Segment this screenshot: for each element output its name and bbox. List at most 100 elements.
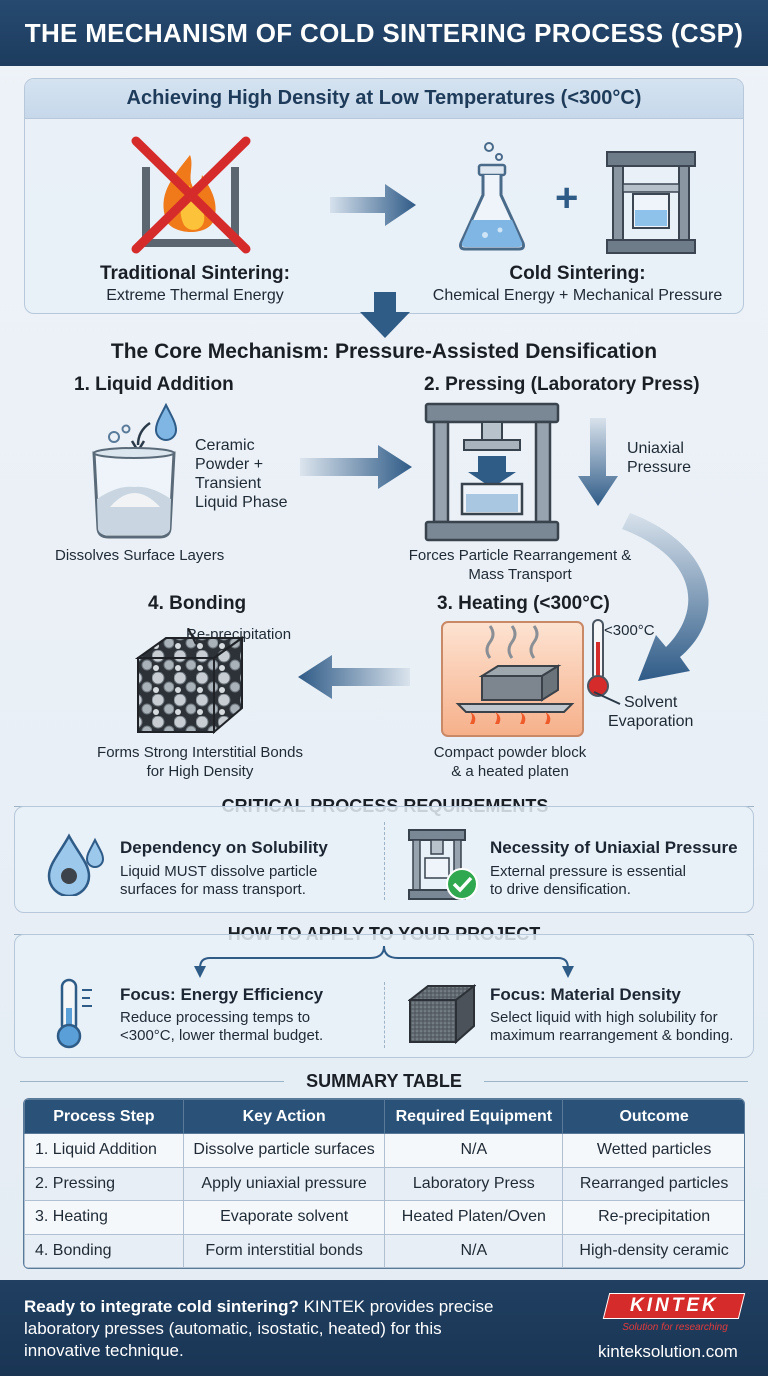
- thermometer-icon: [587, 619, 609, 697]
- table-cell: 4. Bonding: [24, 1233, 184, 1268]
- top-panel-title: Achieving High Density at Low Temperatur…: [25, 79, 743, 119]
- table-row: 2. Pressing Apply uniaxial pressure Labo…: [24, 1166, 744, 1201]
- step1-caption: Dissolves Surface Layers: [55, 547, 225, 564]
- arrow-left-icon: [298, 655, 410, 699]
- flask-icon: [459, 142, 525, 251]
- lab-press-icon: [424, 402, 560, 542]
- divider: [484, 1081, 748, 1082]
- kintek-tagline: Solution for researching: [622, 1322, 728, 1333]
- apply-2-text-line1: Select liquid with high solubility for: [490, 1009, 718, 1026]
- solvent-label-line2: Evaporation: [608, 713, 694, 730]
- footer-text-line3: innovative technique.: [24, 1341, 184, 1360]
- table-cell: 1. Liquid Addition: [24, 1133, 184, 1168]
- table-cell: Laboratory Press: [384, 1166, 564, 1201]
- apply-1-text-line1: Reduce processing temps to: [120, 1009, 311, 1026]
- table-cell: Dissolve particle surfaces: [182, 1133, 386, 1168]
- step2-title: 2. Pressing (Laboratory Press): [424, 374, 700, 395]
- requirement-2-text-line1: External pressure is essential: [490, 863, 686, 880]
- solvent-label-line1: Solvent: [624, 694, 678, 711]
- temperature-label: <300°C: [604, 622, 655, 639]
- thermometer-icon: [56, 978, 92, 1049]
- plus-sign: +: [555, 176, 579, 220]
- fire-crossed-icon: [131, 136, 251, 254]
- table-row: 1. Liquid Addition Dissolve particle sur…: [24, 1133, 744, 1168]
- table-cell: N/A: [384, 1233, 564, 1268]
- divider: [20, 1081, 284, 1082]
- step1-label-line4: Liquid Phase: [195, 494, 288, 511]
- step3-caption-line1: Compact powder block: [433, 744, 587, 761]
- step1-label-line2: Powder +: [195, 456, 264, 473]
- droplet-particle-icon: [47, 833, 105, 896]
- pressure-label-line2: Pressure: [627, 459, 692, 476]
- footer-text-line2: laboratory presses (automatic, isostatic…: [24, 1319, 442, 1338]
- footer-text: KINTEK provides precise: [298, 1297, 494, 1316]
- apply-1-title: Focus: Energy Efficiency: [120, 985, 324, 1004]
- heated-platen-icon: [441, 621, 584, 737]
- cold-title: Cold Sintering:: [509, 263, 646, 284]
- footer-text-line1: Ready to integrate cold sintering? KINTE…: [24, 1297, 494, 1317]
- step1-label-line1: Ceramic: [195, 437, 255, 454]
- kintek-logo[interactable]: KINTEK: [602, 1293, 746, 1319]
- column-header: Process Step: [24, 1099, 184, 1134]
- step1-label-line3: Transient: [195, 475, 262, 492]
- lab-press-icon: [606, 151, 696, 254]
- table-row: 3. Heating Evaporate solvent Heated Plat…: [24, 1200, 744, 1235]
- pressure-arrow-icon: [578, 418, 618, 506]
- apply-2-title: Focus: Material Density: [490, 985, 681, 1004]
- table-cell: Apply uniaxial pressure: [182, 1166, 386, 1201]
- step4-title: 4. Bonding: [148, 593, 247, 614]
- step1-title: 1. Liquid Addition: [74, 374, 234, 395]
- table-cell: Re-precipitation: [562, 1200, 744, 1235]
- traditional-title: Traditional Sintering:: [99, 263, 290, 284]
- pointer-line: [593, 691, 621, 705]
- table-row: 4. Bonding Form interstitial bonds N/A H…: [24, 1233, 744, 1268]
- table-cell: High-density ceramic: [562, 1233, 744, 1268]
- step2-caption-line2: Mass Transport: [468, 566, 572, 583]
- table-cell: N/A: [384, 1133, 564, 1168]
- panel-divider: [384, 822, 385, 900]
- kintek-logo-text: KINTEK: [629, 1295, 719, 1316]
- requirement-1-text-line2: surfaces for mass transport.: [120, 881, 306, 898]
- table-cell: Rearranged particles: [562, 1166, 744, 1201]
- arrow-right-icon: [300, 445, 412, 489]
- table-header-row: Process Step Key Action Required Equipme…: [24, 1099, 744, 1134]
- pressure-label-line1: Uniaxial: [627, 440, 684, 457]
- arrow-right-icon: [330, 184, 416, 226]
- table-cell: Wetted particles: [562, 1133, 744, 1168]
- cold-subtitle: Chemical Energy + Mechanical Pressure: [432, 287, 723, 304]
- apply-1-text-line2: <300°C, lower thermal budget.: [120, 1027, 324, 1044]
- mechanism-title: The Core Mechanism: Pressure-Assisted De…: [110, 340, 658, 363]
- page-title: THE MECHANISM OF COLD SINTERING PROCESS …: [0, 0, 768, 66]
- step2-caption-line1: Forces Particle Rearrangement &: [408, 547, 632, 564]
- column-header: Required Equipment: [384, 1099, 564, 1134]
- summary-table-wrap: Process Step Key Action Required Equipme…: [23, 1098, 745, 1269]
- table-cell: 2. Pressing: [24, 1166, 184, 1201]
- requirement-1-title: Dependency on Solubility: [120, 838, 328, 857]
- panel-divider: [384, 982, 385, 1048]
- traditional-subtitle: Extreme Thermal Energy: [106, 287, 284, 304]
- arrow-down-icon: [360, 292, 410, 338]
- table-cell: 3. Heating: [24, 1200, 184, 1235]
- requirement-2-text-line2: to drive densification.: [490, 881, 631, 898]
- bonded-block-icon: [134, 628, 246, 735]
- apply-2-text-line2: maximum rearrangement & bonding.: [490, 1027, 734, 1044]
- step3-caption-line2: & a heated platen: [451, 763, 569, 780]
- beaker-powder-icon: [92, 403, 178, 539]
- summary-title: SUMMARY TABLE: [306, 1071, 462, 1091]
- press-check-icon: [408, 829, 478, 900]
- requirement-1-text-line1: Liquid MUST dissolve particle: [120, 863, 318, 880]
- table-cell: Evaporate solvent: [182, 1200, 386, 1235]
- table-cell: Heated Platen/Oven: [384, 1200, 564, 1235]
- table-cell: Form interstitial bonds: [182, 1233, 386, 1268]
- curved-arrow-icon: [622, 513, 709, 681]
- website-link[interactable]: kinteksolution.com: [598, 1342, 738, 1361]
- footer-lead: Ready to integrate cold sintering?: [24, 1297, 299, 1316]
- column-header: Key Action: [182, 1099, 386, 1134]
- column-header: Outcome: [562, 1099, 744, 1134]
- summary-table: Process Step Key Action Required Equipme…: [24, 1099, 744, 1268]
- dense-cube-icon: [408, 983, 476, 1044]
- step3-title: 3. Heating (<300°C): [437, 593, 610, 614]
- step4-caption-line1: Forms Strong Interstitial Bonds: [97, 744, 303, 761]
- requirement-2-title: Necessity of Uniaxial Pressure: [490, 838, 738, 857]
- step4-caption-line2: for High Density: [146, 763, 254, 780]
